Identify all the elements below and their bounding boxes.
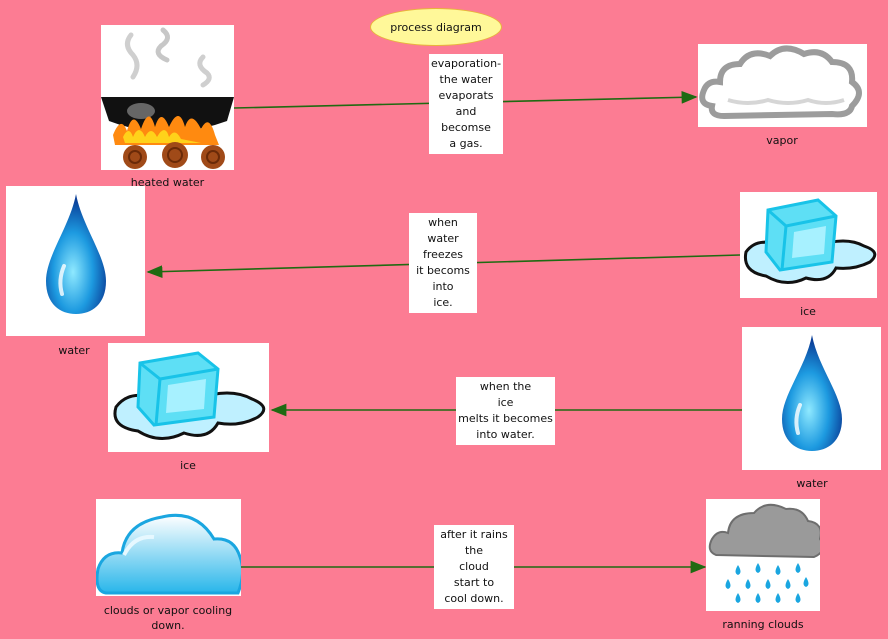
cloud-gray-icon [699,45,862,120]
caption-ice-right: ice [800,305,816,318]
edge-label-evaporation: evaporation- the water evaporats and bec… [429,54,503,154]
water-drop-icon [46,194,106,314]
vapor-image [698,44,867,127]
ice-cube-icon [113,351,266,440]
water-right-image [742,327,881,470]
ice-right-image [740,192,877,298]
pot-fire-icon [101,27,234,169]
water-left-image [6,186,145,336]
rain-clouds-image [706,499,820,611]
cloud-blue-icon [96,513,241,595]
rain-cloud-icon [708,503,820,603]
caption-rain-clouds: ranning clouds [722,618,804,631]
caption-ice-left: ice [180,459,196,472]
water-drop-icon [782,335,842,451]
ice-cube-icon [743,198,877,284]
edge-label-freeze: when water freezes it becoms into ice. [409,213,477,313]
caption-heated-water: heated water [130,176,205,189]
caption-water-right: water [796,477,828,490]
caption-clouds-left: clouds or vapor cooling down. [103,604,233,632]
ice-left-image [108,343,269,452]
edge-label-melt: when the ice melts it becomes into water… [456,377,555,445]
caption-vapor: vapor [766,134,798,147]
diagram-title: process diagram [370,8,502,46]
edge-label-rain: after it rains the cloud start to cool d… [434,525,514,609]
clouds-left-image [96,499,241,596]
caption-water-left: water [58,344,90,357]
heated-water-image [101,25,234,170]
